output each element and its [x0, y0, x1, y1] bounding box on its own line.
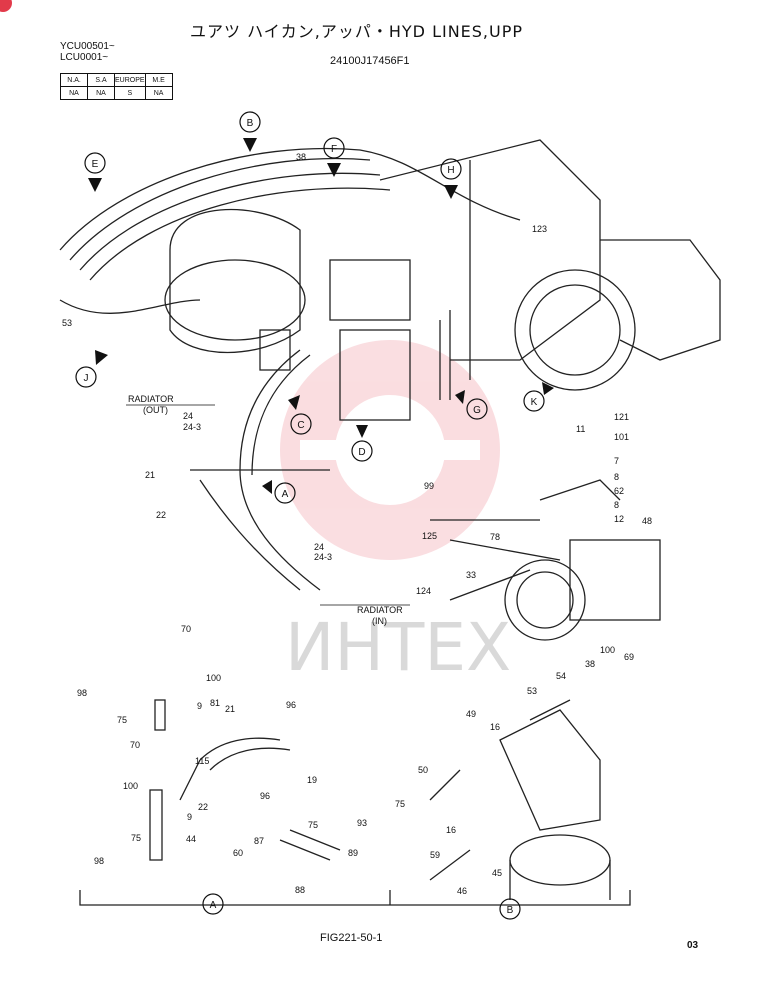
part-number: 24-3	[183, 422, 201, 432]
part-number: 124	[416, 586, 431, 596]
callout-label: G	[473, 405, 481, 416]
part-number: 19	[307, 775, 317, 785]
part-number: 100	[123, 781, 138, 791]
radiator-out-sub: (OUT)	[143, 405, 168, 415]
radiator-out-label: RADIATOR	[128, 394, 174, 404]
part-number: 88	[295, 885, 305, 895]
part-number: 24-3	[314, 552, 332, 562]
part-number: 75	[308, 820, 318, 830]
part-number: 9	[197, 701, 202, 711]
page-number: 03	[687, 940, 699, 951]
part-number: 100	[206, 673, 221, 683]
part-number: 54	[556, 671, 566, 681]
part-number: 96	[286, 700, 296, 710]
part-number: 125	[422, 531, 437, 541]
part-number: 53	[62, 318, 72, 328]
part-number: 22	[156, 510, 166, 520]
callout-label: J	[84, 373, 89, 384]
part-number: 8	[614, 500, 619, 510]
part-number: 46	[457, 886, 467, 896]
part-number: 16	[490, 722, 500, 732]
part-number-labels: 38 53 123 121 101 11 7 8 62 8 12 48 99 1…	[62, 152, 652, 896]
callout-circles	[75, 111, 545, 920]
part-number: 21	[225, 704, 235, 714]
detail-label: A	[210, 900, 217, 911]
part-number: 70	[130, 740, 140, 750]
corner-marker	[0, 0, 12, 12]
part-number: 48	[642, 516, 652, 526]
part-number: 115	[195, 756, 209, 766]
watermark-logo	[280, 340, 500, 560]
figure-number: FIG221-50-1	[320, 932, 383, 944]
part-number: 38	[585, 659, 595, 669]
callout-label: D	[358, 447, 365, 458]
callout-label: E	[92, 159, 99, 170]
serial-range-2: LCU0001~	[60, 52, 109, 63]
part-number: 59	[430, 850, 440, 860]
part-number: 62	[614, 486, 624, 496]
document-number: 24100J17456F1	[330, 55, 410, 67]
callout-label: H	[447, 165, 454, 176]
callout-label: K	[531, 397, 538, 408]
callout-label: A	[282, 489, 289, 500]
part-number: 121	[614, 412, 629, 422]
part-number: 75	[117, 715, 127, 725]
part-number: 98	[94, 856, 104, 866]
page-title: ユアツ ハイカン,アッパ・HYD LINES,UPP	[190, 22, 524, 41]
part-number: 11	[576, 424, 585, 434]
callout-arrows	[88, 138, 554, 494]
radiator-in-label: RADIATOR	[357, 605, 403, 615]
part-number: 24	[183, 411, 193, 421]
part-number: 75	[131, 833, 141, 843]
part-number: 45	[492, 868, 502, 878]
part-number: 49	[466, 709, 476, 719]
radiator-in-sub: (IN)	[372, 616, 387, 626]
part-number: 75	[395, 799, 405, 809]
part-number: 69	[624, 652, 634, 662]
part-number: 96	[260, 791, 270, 801]
part-number: 16	[446, 825, 456, 835]
part-number: 81	[210, 698, 220, 708]
serial-range-1: YCU00501~	[60, 41, 115, 52]
region-value: NA	[144, 86, 173, 100]
watermark-text: ИНТЕХ	[285, 609, 511, 686]
part-number: 78	[490, 532, 500, 542]
region-code-table: N.A. S.A EUROPE M.E NA NA S NA	[60, 73, 173, 100]
part-number: 50	[418, 765, 428, 775]
part-number: 99	[424, 481, 434, 491]
part-number: 7	[614, 456, 619, 466]
part-number: 44	[186, 834, 196, 844]
part-number: 33	[466, 570, 476, 580]
part-number: 100	[600, 645, 615, 655]
part-number: 21	[145, 470, 155, 480]
detail-label: B	[507, 905, 514, 916]
part-number: 12	[614, 514, 624, 524]
part-number: 87	[254, 836, 264, 846]
callout-label: C	[297, 420, 304, 431]
part-number: 93	[357, 818, 367, 828]
part-number: 70	[181, 624, 191, 634]
part-number: 38	[296, 152, 306, 162]
callout-label: B	[247, 118, 254, 129]
part-number: 24	[314, 542, 324, 552]
part-number: 53	[527, 686, 537, 696]
part-number: 8	[614, 472, 619, 482]
part-number: 9	[187, 812, 192, 822]
part-number: 22	[198, 802, 208, 812]
part-number: 89	[348, 848, 358, 858]
part-number: 101	[614, 432, 629, 442]
callout-letters: B E F H J C D G K A A B	[84, 118, 538, 916]
part-number: 60	[233, 848, 243, 858]
part-number: 123	[532, 224, 547, 234]
part-number: 98	[77, 688, 87, 698]
callout-label: F	[331, 144, 337, 155]
region-value: NA	[87, 86, 115, 100]
